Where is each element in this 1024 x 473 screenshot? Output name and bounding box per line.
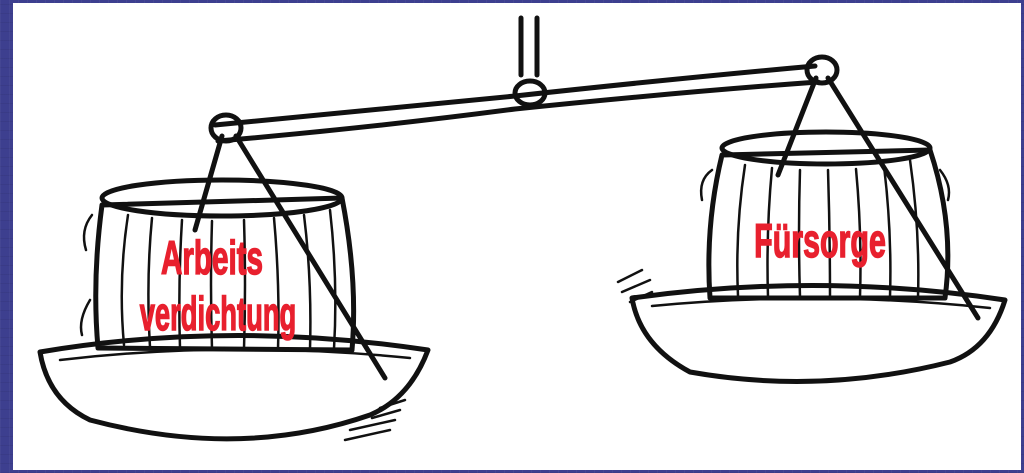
scale-beam [211,57,837,141]
left-weight-label-line2: verdichtung [140,288,297,341]
left-weight-label-line1: Arbeits [161,232,263,285]
illustration-canvas: Arbeits verdichtung Fürsorge [13,3,1021,470]
right-weight-label: Fürsorge [754,215,886,267]
balance-scale-drawing: Arbeits verdichtung Fürsorge [13,3,1021,470]
